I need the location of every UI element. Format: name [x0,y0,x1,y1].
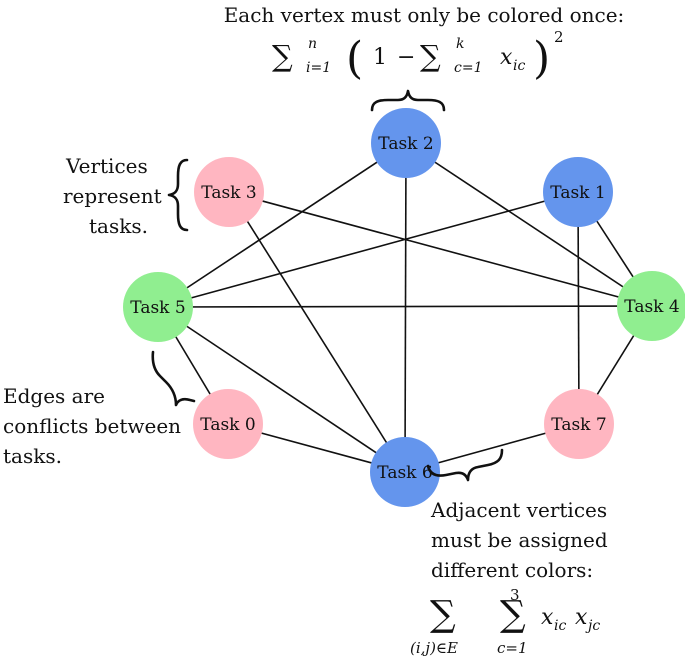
vertices-note: Vertices represent tasks. [63,154,162,238]
top-formula: ∑ n i=1 ( 1 − ∑ k c=1 x ic ) 2 [272,28,564,84]
top-sup-n: n [308,36,317,52]
task-3-label: Task 3 [201,183,256,203]
top-sum-symbol-1: ∑ [272,39,293,73]
task-2-circle [371,108,441,178]
node-task-6: Task 6 [370,437,440,507]
adjacent-note-line-1: Adjacent vertices [430,498,607,522]
bottom-sub-c1: c=1 [497,639,528,657]
node-task-1: Task 1 [543,157,613,227]
brace-edges [151,350,196,407]
vertices-note-line-1: Vertices [65,154,148,178]
edge-task-2-task-4 [405,142,653,307]
top-sub-i1: i=1 [306,60,331,76]
bottom-formula: ∑ (i,j)∈E 3 ∑ c=1 x ic x jc [410,586,600,657]
top-close-paren: ) [533,33,550,84]
task-0-circle [193,389,263,459]
bottom-var-x2: x [575,605,588,630]
top-var-sub-ic: ic [513,58,525,74]
top-sup-k: k [456,36,464,52]
top-minus: − [397,45,415,70]
edges-note-line-3: tasks. [3,444,62,468]
top-power: 2 [554,28,564,46]
adjacent-note: Adjacent vertices must be assigned diffe… [430,498,608,582]
edge-task-5-task-6 [157,306,406,473]
bottom-sum-symbol-2: ∑ [500,594,526,635]
edges-note: Edges are conflicts between tasks. [3,384,181,468]
edge-task-2-task-5 [157,142,407,308]
adjacent-note-line-3: different colors: [431,558,593,582]
edge-task-1-task-7 [577,191,580,425]
node-task-5: Task 5 [123,272,193,342]
task-5-label: Task 5 [130,298,185,318]
top-open-paren: ( [346,33,363,84]
edges-note-line-2: conflicts between [3,414,181,438]
task-4-circle [617,271,685,341]
top-var-x: x [500,45,513,70]
task-0-label: Task 0 [200,415,255,435]
node-task-4: Task 4 [617,271,685,341]
task-7-circle [544,389,614,459]
task-1-circle [543,157,613,227]
task-2-label: Task 2 [378,134,433,154]
node-task-0: Task 0 [193,389,263,459]
task-7-label: Task 7 [551,415,606,435]
edge-task-1-task-5 [157,191,579,308]
brace-adjacent [426,448,504,482]
vertices-note-line-2: represent [63,184,162,208]
vertices-note-line-3: tasks. [89,214,148,238]
edge-task-3-task-6 [228,191,406,473]
task-6-label: Task 6 [377,463,432,483]
task-3-circle [194,157,264,227]
edge-task-2-task-6 [404,142,407,473]
nodes-layer: Task 0 Task 1 Task 2 Task 3 Task 4 Task 5 Task… [123,108,685,507]
bottom-sup-3: 3 [510,586,520,604]
top-sum-symbol-2: ∑ [420,39,441,73]
brace-top [370,89,446,112]
bottom-var1-sub-ic: ic [554,618,566,634]
bottom-var2-sub-jc: jc [585,618,600,634]
task-4-label: Task 4 [624,297,679,317]
edges-note-line-1: Edges are [3,384,105,408]
task-6-circle [370,437,440,507]
node-task-7: Task 7 [544,389,614,459]
bottom-var-x1: x [541,605,554,630]
task-5-circle [123,272,193,342]
node-task-3: Task 3 [194,157,264,227]
adjacent-note-line-2: must be assigned [431,528,608,552]
bottom-sum-symbol-1: ∑ [430,594,456,635]
brace-vertices [167,158,189,232]
task-1-label: Task 1 [550,183,605,203]
top-title: Each vertex must only be colored once: [224,3,625,27]
node-task-2: Task 2 [371,108,441,178]
edge-task-3-task-4 [228,191,653,307]
top-one: 1 [373,45,387,70]
bottom-sub-ij-in-e: (i,j)∈E [410,639,458,657]
top-sub-c1: c=1 [454,60,482,76]
